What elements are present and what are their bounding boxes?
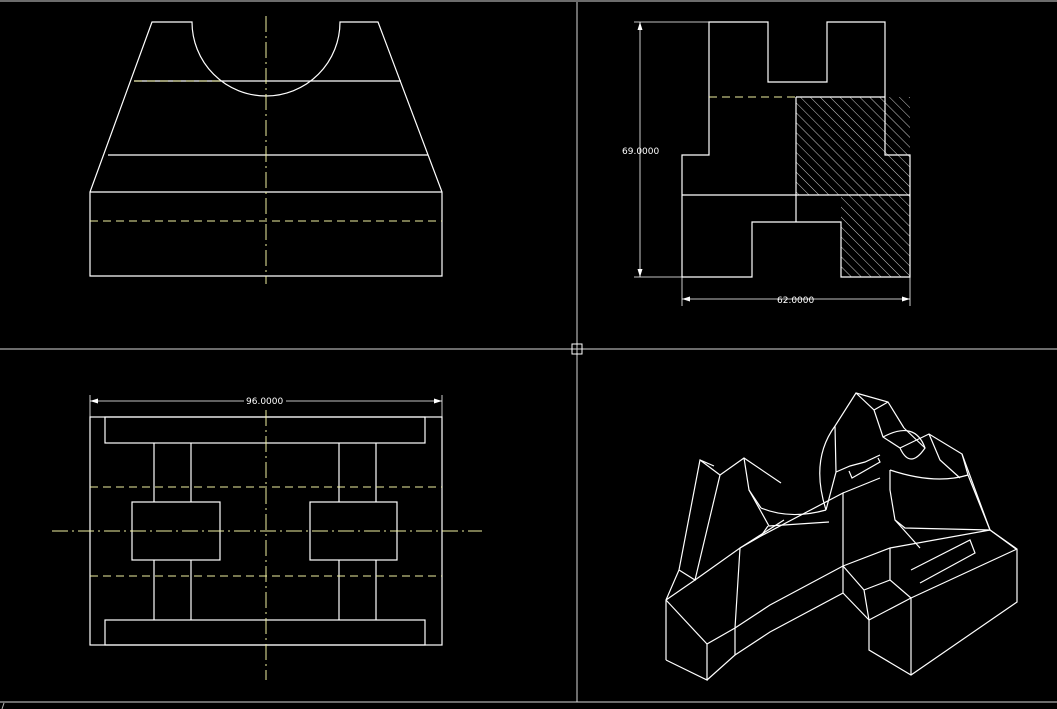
crosshair-cursor-box[interactable] [571, 343, 583, 355]
dimension-width-side[interactable]: 62.0000 [681, 277, 911, 306]
dimension-height-label: 69.0000 [622, 147, 659, 157]
hatch-region-upper [796, 97, 910, 195]
dimension-width-top-label: 96.0000 [246, 397, 283, 407]
isometric-view[interactable] [665, 392, 1018, 681]
dimension-width-side-label: 62.0000 [777, 296, 814, 306]
top-view[interactable]: 96.0000 [52, 395, 482, 680]
side-section-view[interactable]: 69.0000 62.0000 [622, 21, 911, 306]
dimension-width-top[interactable]: 96.0000 [89, 395, 443, 417]
dimension-height[interactable]: 69.0000 [622, 21, 709, 278]
front-view[interactable] [89, 16, 443, 284]
ucs-corner-icon [1, 702, 5, 709]
hatch-region-lower [841, 195, 910, 277]
